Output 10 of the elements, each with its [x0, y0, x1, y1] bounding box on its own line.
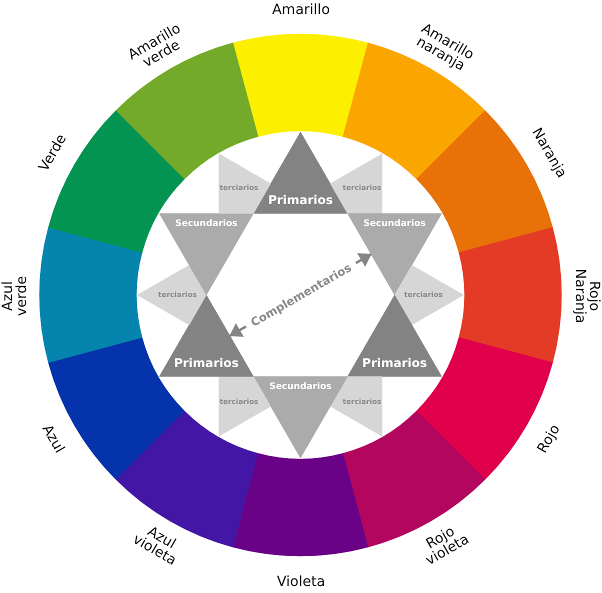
segment-label: Violeta — [276, 575, 326, 589]
triangle-label: Primarios — [268, 194, 333, 208]
triangle-label: Primarios — [174, 356, 239, 370]
triangle-label: Secundarios — [269, 382, 332, 392]
segment-label: Azul verde — [1, 276, 29, 316]
segment-label: Amarillo — [272, 3, 330, 17]
segment-label: Rojo Naranja — [573, 268, 601, 324]
triangle-label: Secundarios — [363, 218, 426, 230]
triangle-label: Secundarios — [175, 218, 238, 230]
triangle-label: Primarios — [362, 356, 428, 370]
